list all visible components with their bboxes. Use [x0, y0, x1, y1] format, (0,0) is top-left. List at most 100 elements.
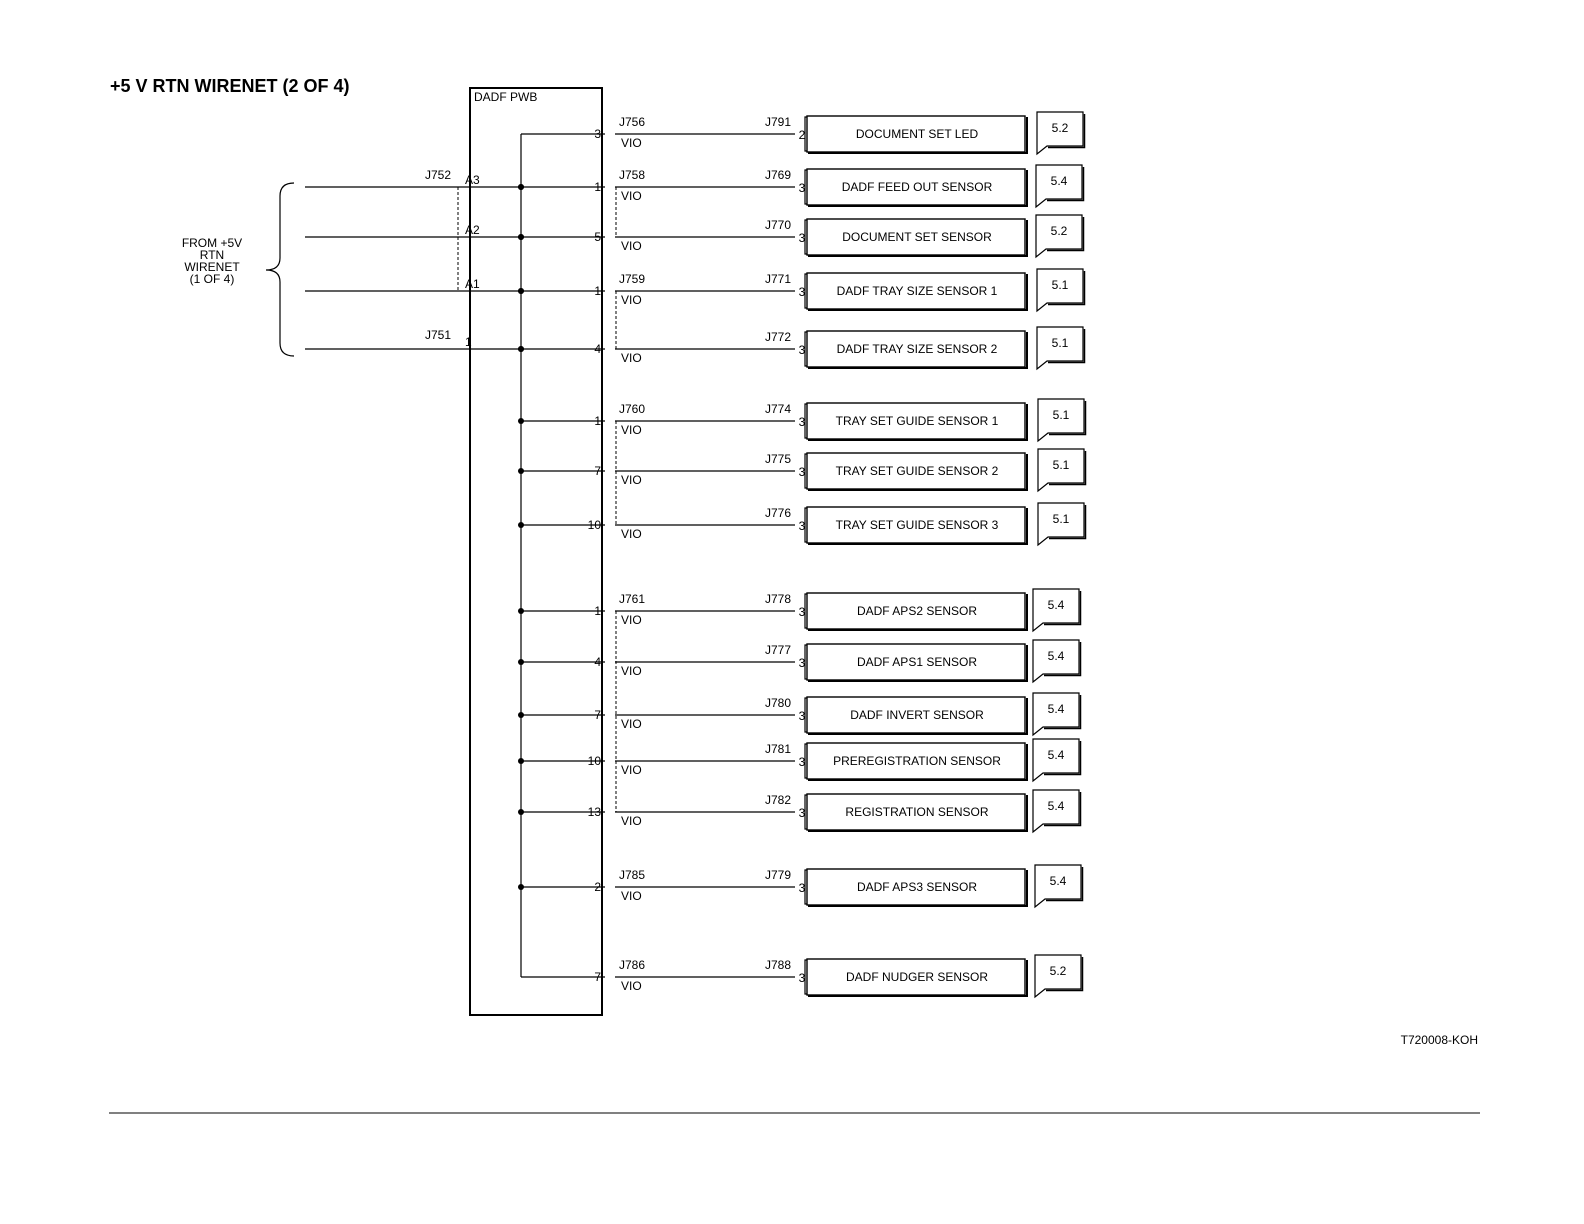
- reference-flag-shadow: [1049, 401, 1087, 436]
- board-pin-number: 4: [594, 342, 601, 356]
- reference-flag-shadow: [1049, 505, 1087, 540]
- reference-number: 5.4: [1048, 799, 1065, 813]
- component-box: [806, 402, 1026, 440]
- component-name: DADF APS2 SENSOR: [857, 604, 977, 618]
- component-name: DADF TRAY SIZE SENSOR 2: [837, 342, 998, 356]
- junction-dot: [518, 288, 524, 294]
- board-pin-number: 2: [594, 880, 601, 894]
- reference-flag-shadow: [1049, 451, 1087, 486]
- diagram-title: +5 V RTN WIRENET (2 OF 4): [110, 76, 350, 96]
- reference-number: 5.1: [1053, 408, 1070, 422]
- component-name: DADF NUDGER SENSOR: [846, 970, 988, 984]
- reference-flag: [1032, 789, 1080, 834]
- source-brace: [265, 182, 295, 357]
- reference-flag-shadow: [1044, 591, 1082, 626]
- reference-flag: [1035, 164, 1083, 209]
- wire-color-label: VIO: [621, 814, 642, 828]
- component-pin-number: 3: [799, 971, 806, 985]
- component-box: [806, 168, 1026, 206]
- component-connector-label: J778: [765, 592, 791, 606]
- board-pin-number: 1: [594, 604, 601, 618]
- reference-number: 5.4: [1048, 702, 1065, 716]
- figure-id: T720008-KOH: [1401, 1033, 1478, 1047]
- component-box-shadow: [808, 645, 1028, 682]
- board-pin-number: 1: [594, 180, 601, 194]
- reference-number: 5.4: [1048, 748, 1065, 762]
- junction-dot: [518, 758, 524, 764]
- reference-number: 5.4: [1051, 174, 1068, 188]
- junction-dot: [518, 468, 524, 474]
- reference-flag: [1035, 214, 1083, 259]
- input-pin-label: A1: [465, 277, 480, 291]
- reference-flag: [1032, 692, 1080, 737]
- component-pin-number: 2: [799, 128, 806, 142]
- wire-color-label: VIO: [621, 293, 642, 307]
- component-connector-label: J769: [765, 168, 791, 182]
- reference-flag: [1037, 398, 1085, 443]
- reference-flag: [1037, 502, 1085, 547]
- board-pin-number: 10: [588, 518, 602, 532]
- component-connector-label: J776: [765, 506, 791, 520]
- reference-flag: [1032, 588, 1080, 633]
- input-pin-label: A2: [465, 223, 480, 237]
- component-name: DADF TRAY SIZE SENSOR 1: [837, 284, 998, 298]
- input-connector-upper: J752: [425, 168, 451, 182]
- reference-flag: [1032, 738, 1080, 783]
- wire-color-label: VIO: [621, 763, 642, 777]
- board-connector-label: J758: [619, 168, 645, 182]
- component-name: TRAY SET GUIDE SENSOR 3: [836, 518, 999, 532]
- reference-flag-shadow: [1046, 957, 1084, 992]
- wire-color-label: VIO: [621, 613, 642, 627]
- component-box: [806, 272, 1026, 310]
- component-pin-number: 3: [799, 415, 806, 429]
- component-box-shadow: [808, 698, 1028, 735]
- board-pin-number: 7: [594, 970, 601, 984]
- input-connector-lower: J751: [425, 328, 451, 342]
- reference-number: 5.1: [1053, 512, 1070, 526]
- component-pin-number: 3: [799, 605, 806, 619]
- component-box-shadow: [808, 744, 1028, 781]
- component-pin-number: 3: [799, 656, 806, 670]
- component-name: DOCUMENT SET LED: [856, 127, 979, 141]
- reference-flag-shadow: [1047, 217, 1085, 252]
- source-label-line-4: (1 OF 4): [190, 272, 235, 286]
- reference-flag-shadow: [1044, 792, 1082, 827]
- source-label-line-2: RTN: [200, 248, 224, 262]
- board-connector-label: J756: [619, 115, 645, 129]
- reference-flag-shadow: [1044, 741, 1082, 776]
- wire-color-label: VIO: [621, 189, 642, 203]
- junction-dot: [518, 659, 524, 665]
- component-box-shadow: [808, 454, 1028, 491]
- component-box-shadow: [808, 960, 1028, 997]
- junction-dot: [518, 234, 524, 240]
- junction-dot: [518, 608, 524, 614]
- component-box-shadow: [808, 594, 1028, 631]
- component-pin-number: 3: [799, 343, 806, 357]
- component-pin-number: 3: [799, 881, 806, 895]
- reference-number: 5.2: [1051, 224, 1068, 238]
- reference-number: 5.2: [1050, 964, 1067, 978]
- reference-flag-shadow: [1048, 329, 1086, 364]
- component-box-shadow: [808, 870, 1028, 907]
- junction-dot: [518, 809, 524, 815]
- source-label-line-3: WIRENET: [184, 260, 240, 274]
- component-connector-label: J772: [765, 330, 791, 344]
- reference-flag: [1034, 864, 1082, 909]
- component-pin-number: 3: [799, 231, 806, 245]
- component-box-shadow: [808, 220, 1028, 257]
- board-pin-number: 1: [594, 284, 601, 298]
- board-connector-label: J760: [619, 402, 645, 416]
- wire-color-label: VIO: [621, 889, 642, 903]
- component-connector-label: J782: [765, 793, 791, 807]
- component-pin-number: 3: [799, 709, 806, 723]
- component-box-shadow: [808, 332, 1028, 369]
- reference-number: 5.1: [1052, 278, 1069, 292]
- component-box-shadow: [808, 404, 1028, 441]
- component-connector-label: J777: [765, 643, 791, 657]
- junction-dot: [518, 418, 524, 424]
- wire-color-label: VIO: [621, 473, 642, 487]
- board-label: DADF PWB: [474, 90, 537, 104]
